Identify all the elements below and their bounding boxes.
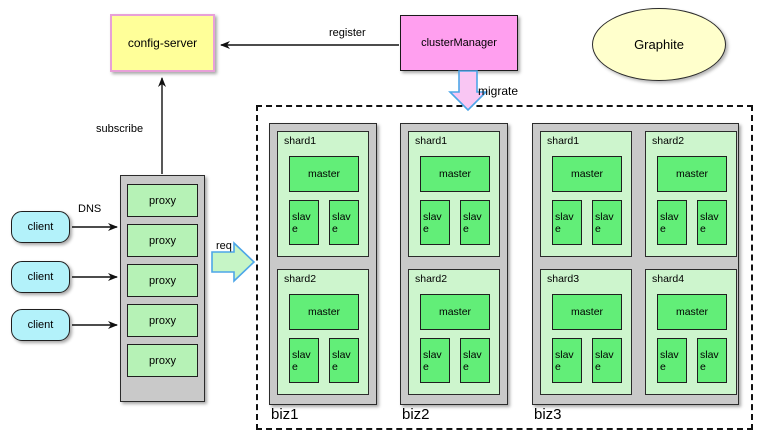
biz3-shard-1: shard1 master slave slave [540,131,632,257]
biz2-shard-1: shard1 master slave slave [408,131,500,257]
slave-node-2[interactable]: slave [697,200,727,245]
client-node-1[interactable]: client [11,211,70,243]
graphite-label: Graphite [634,37,684,52]
subscribe-label: subscribe [96,123,144,135]
slave-node-2[interactable]: slave [329,200,359,245]
master-label: master [570,168,604,180]
proxy-node-2[interactable]: proxy [127,224,198,257]
biz1-shard-2: shard2 master slave slave [277,269,369,395]
shard-label: shard3 [547,273,580,285]
slave-node-1[interactable]: slave [552,338,582,383]
slave-node-2[interactable]: slave [460,338,490,383]
slave-node-2[interactable]: slave [460,200,490,245]
master-label: master [307,306,341,318]
master-node[interactable]: master [552,156,622,192]
master-label: master [438,306,472,318]
biz2-shard-2: shard2 master slave slave [408,269,500,395]
proxy-label: proxy [149,314,176,327]
shard-label: shard4 [652,273,685,285]
biz2-label: biz2 [402,406,430,423]
slave-label: slave [463,210,482,235]
master-node[interactable]: master [289,294,359,330]
shard-label: shard2 [415,273,448,285]
slave-node-1[interactable]: slave [420,200,450,245]
slave-label: slave [332,348,351,373]
client-label: client [27,319,54,331]
biz1-shard-1: shard1 master slave slave [277,131,369,257]
shard-label: shard2 [652,135,685,147]
register-label: register [329,27,366,39]
cluster-manager-node[interactable]: clusterManager [400,15,518,71]
slave-node-2[interactable]: slave [697,338,727,383]
proxy-label: proxy [149,354,176,367]
slave-label: slave [292,210,311,235]
proxy-node-5[interactable]: proxy [127,344,198,377]
slave-node-1[interactable]: slave [657,200,687,245]
proxy-label: proxy [149,274,176,287]
client-label: client [27,271,54,283]
biz1-label: biz1 [271,406,299,423]
migrate-label: migrate [478,84,519,98]
config-server-label: config-server [127,36,198,50]
slave-label: slave [700,348,719,373]
slave-label: slave [423,210,442,235]
master-node[interactable]: master [420,156,490,192]
slave-node-1[interactable]: slave [657,338,687,383]
master-node[interactable]: master [289,156,359,192]
config-server-node[interactable]: config-server [110,14,215,72]
slave-label: slave [555,348,574,373]
slave-node-1[interactable]: slave [420,338,450,383]
master-node[interactable]: master [420,294,490,330]
master-label: master [675,306,709,318]
slave-label: slave [555,210,574,235]
biz3-shard-3: shard3 master slave slave [540,269,632,395]
slave-label: slave [660,348,679,373]
shard-label: shard1 [415,135,448,147]
proxy-label: proxy [149,194,176,207]
slave-label: slave [332,210,351,235]
slave-node-1[interactable]: slave [552,200,582,245]
master-label: master [438,168,472,180]
proxy-node-4[interactable]: proxy [127,304,198,337]
master-node[interactable]: master [552,294,622,330]
master-label: master [307,168,341,180]
slave-node-2[interactable]: slave [592,200,622,245]
shard-label: shard1 [547,135,580,147]
client-label: client [27,221,54,233]
biz3-shard-4: shard4 master slave slave [645,269,737,395]
slave-node-1[interactable]: slave [289,338,319,383]
biz3-label: biz3 [534,406,562,423]
master-label: master [675,168,709,180]
slave-label: slave [463,348,482,373]
slave-label: slave [595,210,614,235]
slave-label: slave [595,348,614,373]
proxy-node-3[interactable]: proxy [127,264,198,297]
proxy-label: proxy [149,234,176,247]
biz3-shard-2: shard2 master slave slave [645,131,737,257]
proxy-node-1[interactable]: proxy [127,184,198,217]
dns-label: DNS [78,203,102,215]
req-label: req [216,240,232,252]
master-node[interactable]: master [657,294,727,330]
slave-label: slave [423,348,442,373]
shard-label: shard2 [284,273,317,285]
shard-label: shard1 [284,135,317,147]
cluster-manager-label: clusterManager [421,37,497,49]
master-label: master [570,306,604,318]
slave-label: slave [660,210,679,235]
slave-label: slave [292,348,311,373]
client-node-3[interactable]: client [11,309,70,341]
slave-label: slave [700,210,719,235]
client-node-2[interactable]: client [11,261,70,293]
graphite-node[interactable]: Graphite [592,8,726,81]
master-node[interactable]: master [657,156,727,192]
slave-node-1[interactable]: slave [289,200,319,245]
slave-node-2[interactable]: slave [592,338,622,383]
slave-node-2[interactable]: slave [329,338,359,383]
